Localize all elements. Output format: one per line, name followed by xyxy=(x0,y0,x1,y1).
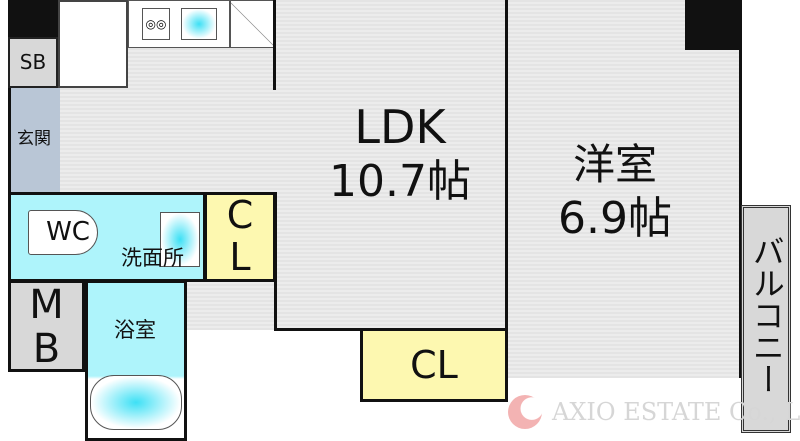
label-ldk-size: 10.7帖 xyxy=(329,156,471,208)
label-cl-large: CL xyxy=(410,343,458,388)
sink-icon xyxy=(181,8,217,40)
top-right-column xyxy=(685,0,740,50)
label-balcony: バルコニー xyxy=(747,235,786,395)
watermark-text: AXIO ESTATE Co., Ltd xyxy=(552,398,800,426)
youshitsu-floor xyxy=(506,0,740,378)
storage-mb xyxy=(8,280,85,372)
closet-large xyxy=(360,328,508,402)
bathtub-icon xyxy=(90,375,182,430)
label-genkan: 玄関 xyxy=(17,129,51,150)
label-mb-m: M xyxy=(29,282,64,328)
label-wc: WC xyxy=(46,217,90,248)
top-left-column xyxy=(8,0,58,37)
toilet-icon xyxy=(28,210,98,255)
label-ldk-name: LDK xyxy=(354,100,446,155)
refrigerator-space xyxy=(58,0,128,88)
balcony-area xyxy=(741,205,791,433)
washbasin-icon xyxy=(160,212,200,267)
stove-icon: ◎◎ xyxy=(142,8,170,40)
label-cl-small-l: L xyxy=(229,235,251,280)
label-yokushitsu: 浴室 xyxy=(114,317,156,342)
label-cl-small-c: C xyxy=(226,193,254,238)
room-divider-wall xyxy=(505,0,508,378)
label-mb-b: B xyxy=(32,326,61,372)
watermark-logo-icon xyxy=(508,395,542,429)
label-youshitsu-name: 洋室 xyxy=(572,139,657,189)
ldk-partition-wall xyxy=(273,0,276,90)
label-youshitsu-size: 6.9帖 xyxy=(558,193,672,245)
label-senmenjo: 洗面所 xyxy=(121,245,184,270)
label-sb: SB xyxy=(19,50,47,74)
genkan-area xyxy=(8,88,60,192)
closet-small xyxy=(204,192,276,282)
right-outer-wall xyxy=(739,0,742,378)
cabinet xyxy=(230,0,274,48)
storage-sb xyxy=(8,37,58,88)
